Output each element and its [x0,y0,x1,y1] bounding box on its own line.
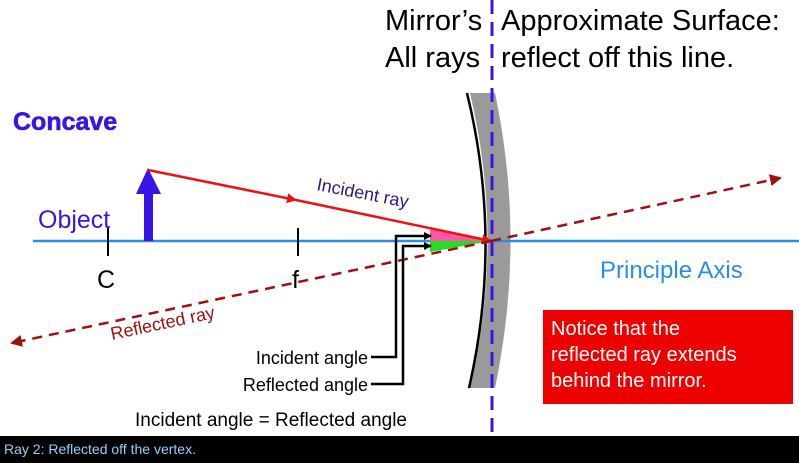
reflected-ray [10,239,492,347]
reflected-angle-connector [371,242,432,386]
object-arrow-head [136,168,161,194]
reflected-ray-label: Reflected ray [109,302,217,344]
reflected-angle-wedge [430,241,490,252]
footer-caption: Ray 2: Reflected off the vertex. [4,441,196,457]
c-label: C [97,266,115,294]
footer-bar: Ray 2: Reflected off the vertex. [0,436,799,463]
notice-line-2: reflected ray extends [551,344,737,366]
title-line2-left: All rays [385,42,480,74]
concave-label: Concave [13,108,117,136]
notice-line-3: behind the mirror. [551,370,707,392]
incident-ray-continuation [295,198,492,245]
reflected-ray-extension [490,174,782,243]
notice-line-1: Notice that the [551,318,680,340]
title-line2-right: reflect off this line. [501,42,734,74]
title-line1-left: Mirror’s [385,5,482,37]
object-arrow-shaft [144,192,153,241]
incident-angle-label: Incident angle [256,348,368,368]
object-label: Object [38,206,110,234]
incident-angle-connector [371,232,432,359]
notice-box: Notice that the reflected ray extends be… [543,310,793,404]
reflected-angle-label: Reflected angle [243,375,368,395]
title-line1-right: Approximate Surface: [501,5,780,37]
angle-equality-text: Incident angle = Reflected angle [135,410,407,431]
principle-axis-label: Principle Axis [600,257,743,284]
incident-ray [147,168,297,204]
f-label: f [292,266,299,294]
